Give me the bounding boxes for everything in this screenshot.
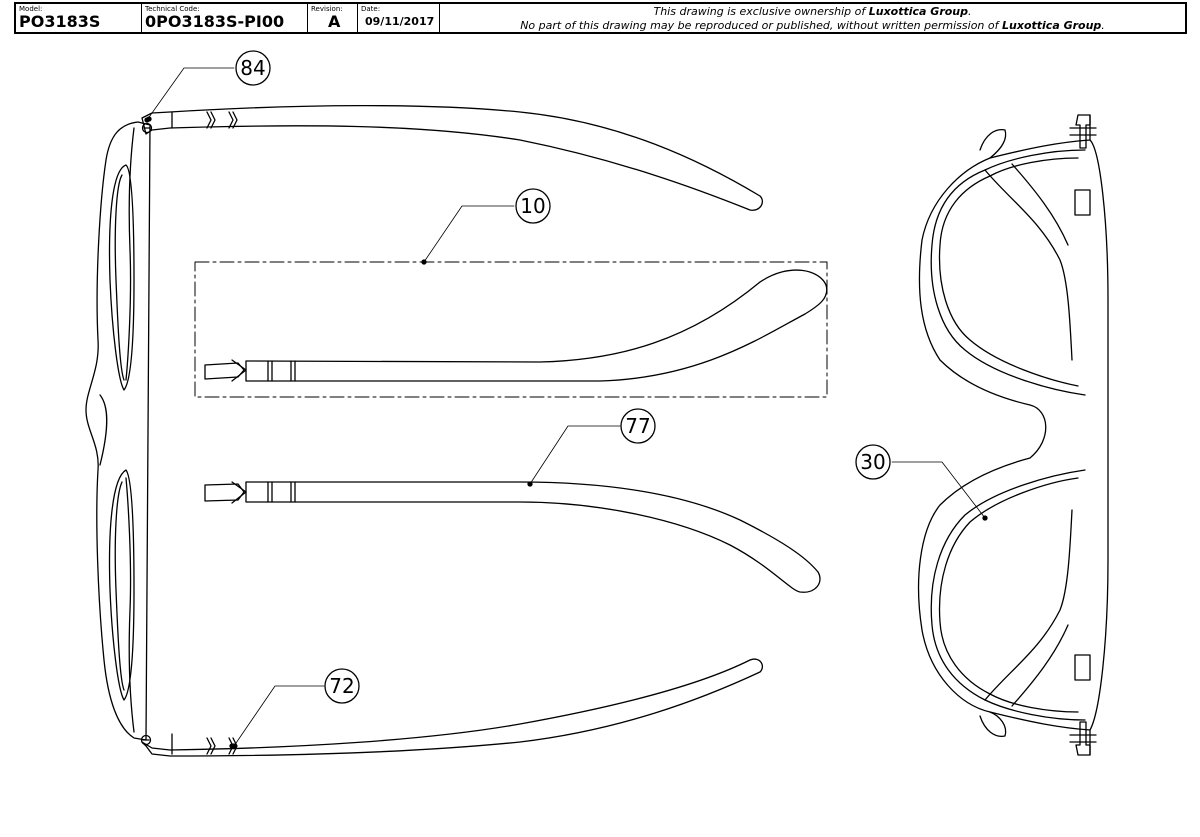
callout-77: 77 — [527, 408, 656, 487]
revision-label: Revision: — [311, 5, 343, 13]
notice-line-1: This drawing is exclusive ownership of L… — [440, 5, 1185, 19]
notice-line-2-text: No part of this drawing may be reproduce… — [520, 19, 1003, 32]
revision-value: A — [328, 12, 341, 31]
model-label: Model: — [19, 5, 43, 13]
callout-10: 10 — [421, 188, 551, 265]
model-cell: Model: PO3183S — [16, 4, 142, 32]
notice-line-2-owner: Luxottica Group — [1002, 19, 1102, 32]
revision-cell: Revision: A — [308, 4, 358, 32]
callout-72-label: 72 — [329, 674, 354, 698]
callout-77-label: 77 — [625, 414, 650, 438]
callout-30: 30 — [855, 444, 988, 521]
notice-line-1-end: . — [968, 5, 972, 18]
upper-temple — [141, 104, 764, 211]
ownership-notice: This drawing is exclusive ownership of L… — [440, 4, 1185, 32]
callout-84: 84 — [144, 50, 271, 123]
notice-owner: Luxottica Group — [868, 5, 969, 18]
model-value: PO3183S — [19, 12, 101, 31]
front-view-frame — [917, 114, 1109, 756]
top-view-frame — [85, 121, 151, 741]
technical-code-cell: Technical Code: 0PO3183S-PI00 — [142, 4, 308, 32]
detail-box-10 — [194, 261, 828, 398]
date-value: 09/11/2017 — [365, 15, 435, 28]
callout-84-label: 84 — [240, 56, 265, 80]
title-block: Model: PO3183S Technical Code: 0PO3183S-… — [14, 2, 1187, 34]
callout-72: 72 — [231, 668, 360, 749]
temple-side-view-77 — [204, 481, 821, 593]
notice-line-1-text: This drawing is exclusive ownership of — [653, 5, 869, 18]
technical-code-label: Technical Code: — [145, 5, 200, 13]
callout-30-label: 30 — [860, 450, 885, 474]
date-label: Date: — [361, 5, 381, 13]
notice-line-2: No part of this drawing may be reproduce… — [440, 19, 1185, 33]
technical-code-value: 0PO3183S-PI00 — [145, 12, 285, 31]
lower-temple — [140, 658, 764, 757]
date-cell: Date: 09/11/2017 — [358, 4, 440, 32]
callout-10-label: 10 — [520, 194, 545, 218]
temple-side-view-10 — [204, 269, 828, 382]
notice-line-2-end: . — [1101, 19, 1105, 32]
